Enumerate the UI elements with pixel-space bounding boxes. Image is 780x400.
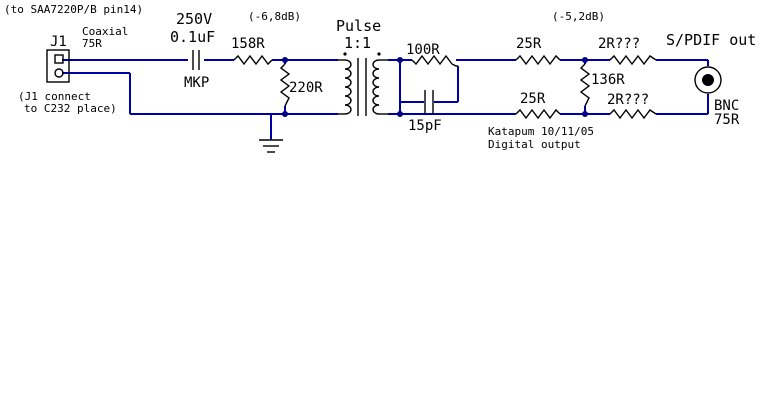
pulse-transformer: [338, 52, 388, 116]
label-ratio: 1:1: [344, 34, 371, 52]
label-r25-top: 25R: [516, 36, 542, 52]
label-cap-type: MKP: [184, 75, 209, 91]
label-r25-bottom: 25R: [520, 91, 546, 107]
label-j1-note-2: to C232 place): [24, 102, 117, 115]
label-atten-2: (-5,2dB): [552, 10, 605, 23]
j1-connector: [46, 49, 70, 83]
label-cap-voltage: 250V: [176, 10, 212, 28]
capacitor-0-1uf: [192, 50, 200, 70]
label-r158: 158R: [231, 36, 265, 52]
label-spdif: S/PDIF out: [666, 31, 756, 49]
junction-nodes: [282, 57, 588, 117]
label-digital-output: Digital output: [488, 138, 581, 151]
resistor-136r: [579, 63, 591, 107]
resistor-2r-top: [609, 54, 657, 66]
label-r220: 220R: [289, 80, 323, 96]
resistor-25r-bottom: [515, 108, 561, 120]
label-c15: 15pF: [408, 118, 442, 134]
label-bnc-impedance: 75R: [714, 112, 740, 128]
label-cap-value: 0.1uF: [170, 28, 215, 46]
label-r2-bottom: 2R???: [607, 92, 649, 108]
bnc-connector: [694, 66, 722, 94]
label-j1-note-1: (J1 connect: [18, 90, 91, 103]
label-r136: 136R: [591, 72, 625, 88]
label-atten-1: (-6,8dB): [248, 10, 301, 23]
resistor-25r-top: [515, 54, 561, 66]
resistor-2r-bottom: [609, 108, 657, 120]
label-j1: J1: [50, 34, 67, 50]
label-top-note: (to SAA7220P/B pin14): [4, 3, 143, 16]
capacitor-15pf: [424, 90, 434, 114]
ground-symbol: [259, 139, 283, 153]
resistor-220r: [279, 63, 291, 107]
label-coaxial-impedance: 75R: [82, 37, 102, 50]
label-author: Katapum 10/11/05: [488, 125, 594, 138]
label-pulse: Pulse: [336, 17, 381, 35]
label-bnc: BNC: [714, 98, 739, 114]
label-coaxial: Coaxial: [82, 25, 128, 38]
resistor-100r: [411, 54, 458, 67]
label-r100: 100R: [406, 42, 440, 58]
label-r2-top: 2R???: [598, 36, 640, 52]
resistor-158r: [233, 54, 273, 66]
